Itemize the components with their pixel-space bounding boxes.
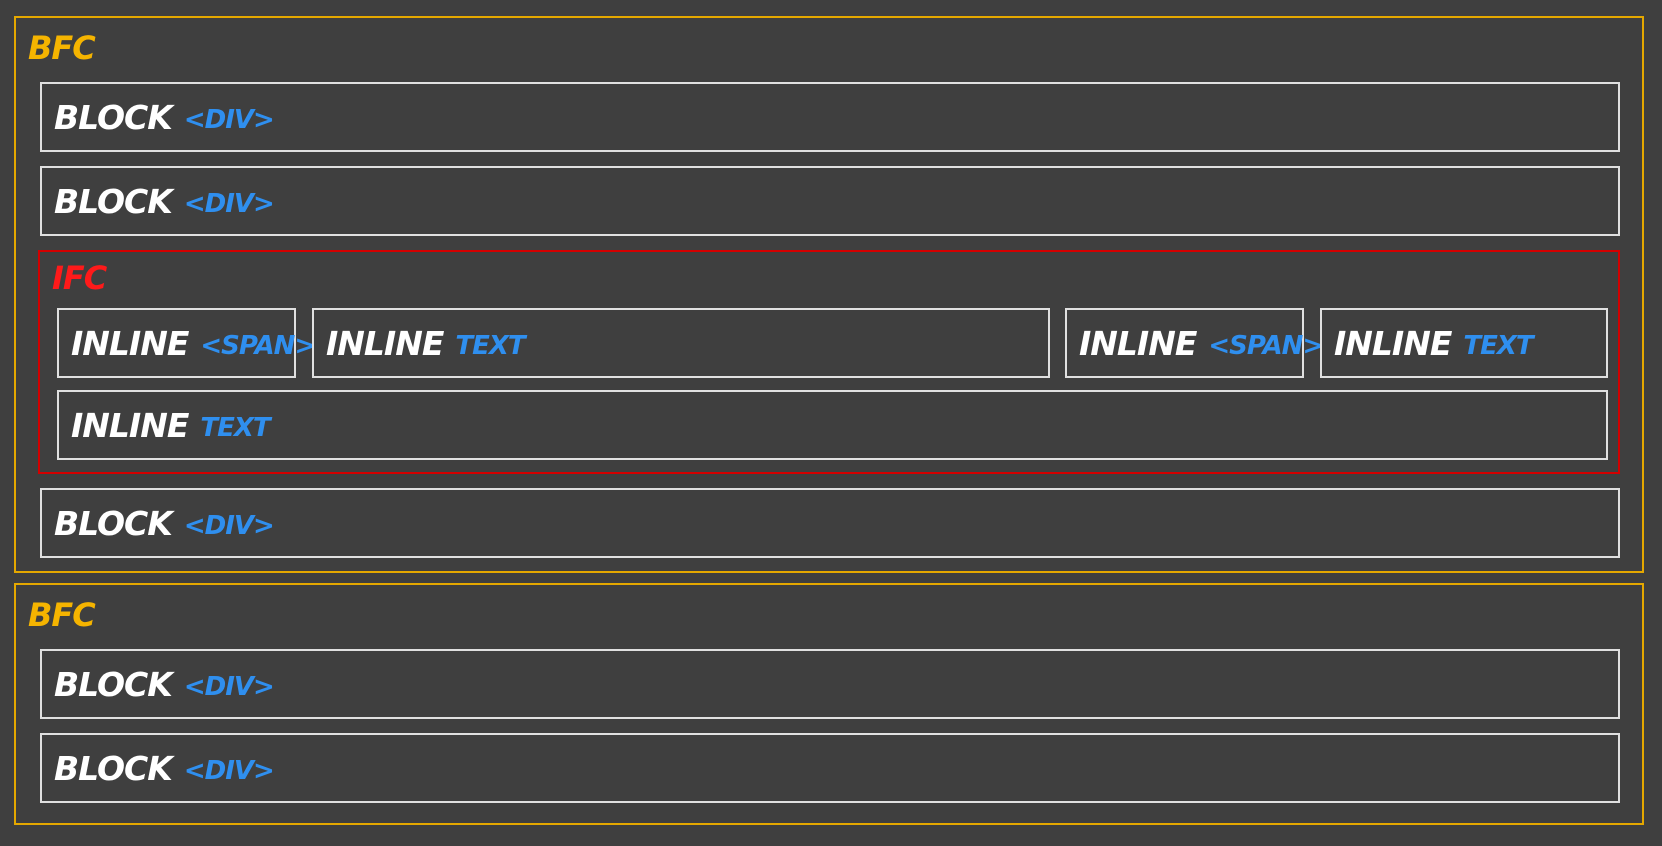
inline-span-box: INLINE <SPAN>	[57, 308, 316, 378]
inline-kind-label: INLINE	[326, 323, 444, 363]
bfc-label: BFC	[28, 596, 96, 634]
block-tag-label: <DIV>	[183, 189, 275, 219]
inline-tag-label: TEXT	[455, 331, 525, 361]
block-kind-label: BLOCK	[54, 181, 173, 221]
block-tag-label: <DIV>	[183, 105, 275, 135]
inline-tag-label: <SPAN>	[1208, 331, 1324, 361]
inline-kind-label: INLINE	[1334, 323, 1452, 363]
block-div-box: BLOCK <DIV>	[40, 649, 1620, 719]
ifc-label: IFC	[52, 259, 107, 297]
block-div-box: BLOCK <DIV>	[40, 733, 1620, 803]
inline-text-box: INLINE TEXT	[57, 390, 1608, 460]
inline-kind-label: INLINE	[71, 405, 189, 445]
block-div-box: BLOCK <DIV>	[40, 166, 1620, 236]
ifc-container: IFC INLINE <SPAN> INLINE TEXT INLINE <SP…	[38, 250, 1620, 474]
block-div-box: BLOCK <DIV>	[40, 82, 1620, 152]
block-div-box: BLOCK <DIV>	[40, 488, 1620, 558]
block-kind-label: BLOCK	[54, 503, 173, 543]
bfc-label: BFC	[28, 29, 96, 67]
bfc-container-2: BFC BLOCK <DIV> BLOCK <DIV>	[14, 583, 1644, 825]
inline-span-box: INLINE <SPAN>	[1065, 308, 1324, 378]
block-kind-label: BLOCK	[54, 748, 173, 788]
inline-tag-label: <SPAN>	[200, 331, 316, 361]
block-tag-label: <DIV>	[183, 672, 275, 702]
inline-text-box: INLINE TEXT	[312, 308, 1050, 378]
inline-text-box: INLINE TEXT	[1320, 308, 1608, 378]
inline-tag-label: TEXT	[1463, 331, 1533, 361]
bfc-container-1: BFC BLOCK <DIV> BLOCK <DIV> IFC INLINE <…	[14, 16, 1644, 573]
block-tag-label: <DIV>	[183, 756, 275, 786]
inline-tag-label: TEXT	[200, 413, 270, 443]
inline-kind-label: INLINE	[71, 323, 189, 363]
inline-kind-label: INLINE	[1079, 323, 1197, 363]
block-kind-label: BLOCK	[54, 97, 173, 137]
block-kind-label: BLOCK	[54, 664, 173, 704]
block-tag-label: <DIV>	[183, 511, 275, 541]
